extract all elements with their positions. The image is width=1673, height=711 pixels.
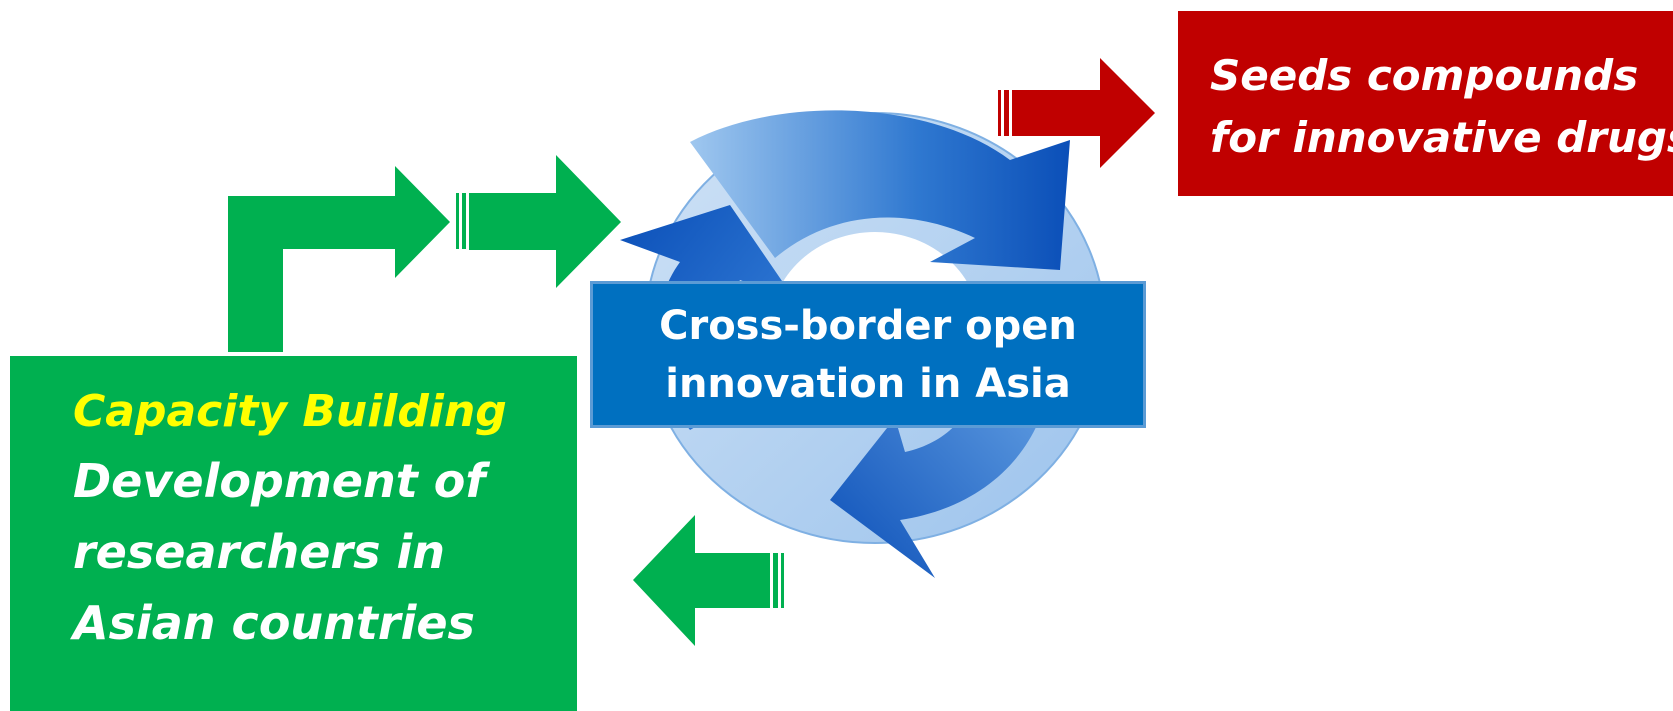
capacity-line-3: Asian countries <box>73 596 475 650</box>
capacity-line-1: Development of <box>73 454 486 508</box>
cycle-arrow-top <box>690 110 1070 270</box>
open-innovation-text: Cross-border open innovation in Asia <box>659 297 1077 413</box>
capacity-building-box: Capacity Building Development of researc… <box>10 356 577 711</box>
seeds-line-2: for innovative drugs <box>1210 113 1673 162</box>
capacity-building-title: Capacity Building <box>73 386 507 437</box>
seeds-compounds-box: Seeds compounds for innovative drugs <box>1178 11 1673 196</box>
red-output-arrow <box>998 58 1155 168</box>
green-return-arrow <box>633 515 784 646</box>
capacity-line-2: researchers in <box>73 525 445 579</box>
green-bent-arrow <box>228 155 621 352</box>
seeds-compounds-text: Seeds compounds for innovative drugs <box>1210 45 1673 169</box>
seeds-line-1: Seeds compounds <box>1210 51 1639 100</box>
innovation-line-1: Cross-border open <box>659 302 1077 349</box>
open-innovation-box: Cross-border open innovation in Asia <box>590 281 1146 428</box>
innovation-line-2: innovation in Asia <box>665 360 1071 407</box>
capacity-building-description: Development of researchers in Asian coun… <box>73 446 485 659</box>
